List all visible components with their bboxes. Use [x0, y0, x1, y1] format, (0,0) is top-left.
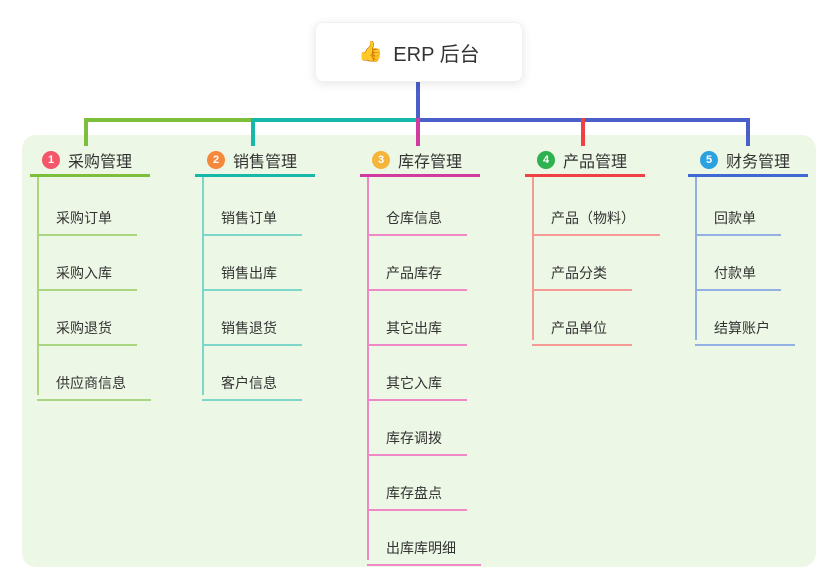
child-node[interactable]: 销售订单 — [202, 198, 302, 236]
branch-label: 财务管理 — [726, 154, 791, 171]
connector-root-stem — [416, 82, 420, 122]
root-title: ERP 后台 — [393, 43, 480, 66]
branch-node-product[interactable]: 4 产品管理 — [525, 146, 645, 177]
child-node[interactable]: 结算账户 — [695, 308, 795, 346]
child-node[interactable]: 库存调拨 — [367, 418, 467, 456]
branch-spine — [202, 177, 204, 395]
branch-number-badge: 3 — [372, 151, 390, 169]
child-node[interactable]: 仓库信息 — [367, 198, 467, 236]
branch-number-badge: 4 — [537, 151, 555, 169]
branch-label: 产品管理 — [563, 154, 628, 171]
child-node[interactable]: 出库库明细 — [367, 528, 481, 566]
branch-node-procurement[interactable]: 1 采购管理 — [30, 146, 150, 177]
branch-label: 采购管理 — [68, 154, 133, 171]
child-node[interactable]: 产品单位 — [532, 308, 632, 346]
thumbs-up-icon: 👍 — [358, 41, 384, 63]
connector-drop-finance — [746, 118, 750, 146]
branch-label: 销售管理 — [233, 154, 298, 171]
branch-spine — [695, 177, 697, 340]
branch-label: 库存管理 — [398, 154, 463, 171]
child-node[interactable]: 付款单 — [695, 253, 781, 291]
connector-drop-sales — [251, 118, 255, 146]
branch-number-badge: 5 — [700, 151, 718, 169]
branch-node-finance[interactable]: 5 财务管理 — [688, 146, 808, 177]
connector-drop-inventory — [416, 118, 420, 146]
branch-number-badge: 2 — [207, 151, 225, 169]
mindmap-panel — [22, 135, 816, 567]
branch-spine — [532, 177, 534, 340]
connector-drop-procurement — [84, 118, 88, 146]
branch-spine — [367, 177, 369, 560]
connector-top-teal — [252, 118, 418, 122]
child-node[interactable]: 其它入库 — [367, 363, 467, 401]
connector-drop-product — [581, 118, 585, 146]
child-node[interactable]: 采购退货 — [37, 308, 137, 346]
branch-node-sales[interactable]: 2 销售管理 — [195, 146, 315, 177]
child-node[interactable]: 销售出库 — [202, 253, 302, 291]
root-node-erp[interactable]: 👍 ERP 后台 — [315, 22, 523, 82]
child-node[interactable]: 库存盘点 — [367, 473, 467, 511]
child-node[interactable]: 产品（物料） — [532, 198, 660, 236]
child-node[interactable]: 产品分类 — [532, 253, 632, 291]
branch-spine — [37, 177, 39, 395]
child-node[interactable]: 其它出库 — [367, 308, 467, 346]
child-node[interactable]: 回款单 — [695, 198, 781, 236]
child-node[interactable]: 产品库存 — [367, 253, 467, 291]
child-node[interactable]: 客户信息 — [202, 363, 302, 401]
branch-node-inventory[interactable]: 3 库存管理 — [360, 146, 480, 177]
branch-number-badge: 1 — [42, 151, 60, 169]
connector-top-green — [84, 118, 254, 122]
child-node[interactable]: 采购入库 — [37, 253, 137, 291]
child-node[interactable]: 销售退货 — [202, 308, 302, 346]
child-node[interactable]: 供应商信息 — [37, 363, 151, 401]
child-node[interactable]: 采购订单 — [37, 198, 137, 236]
